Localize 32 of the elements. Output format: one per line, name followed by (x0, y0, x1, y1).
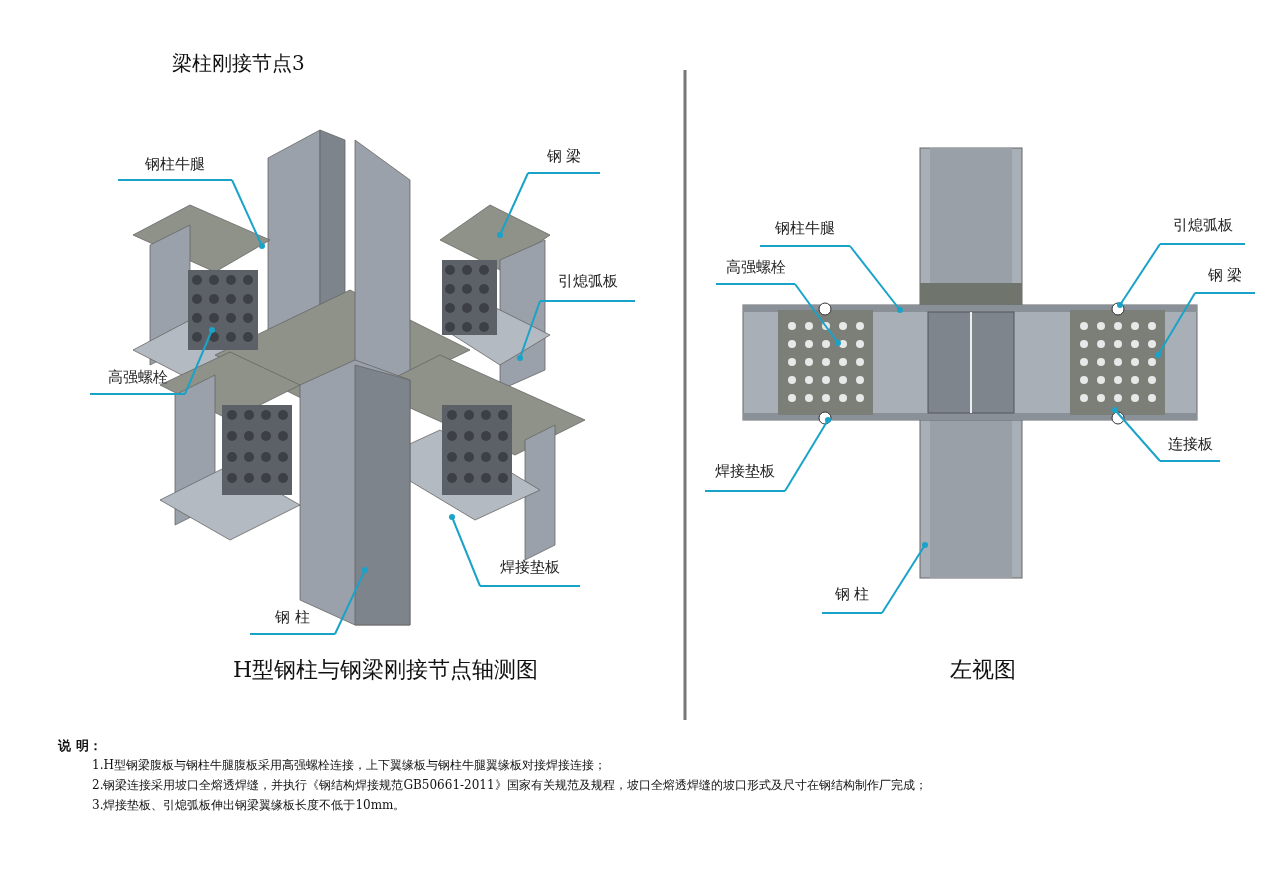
callout-label: 钢柱牛腿 (118, 155, 232, 181)
callout-label: 高强螺栓 (716, 258, 795, 285)
callout-label: 钢 梁 (1195, 266, 1255, 294)
callout-label: 焊接垫板 (705, 462, 785, 492)
leader-line (497, 172, 529, 238)
leader-line (849, 245, 903, 313)
callout-label: 高强螺栓 (90, 368, 185, 395)
leader-line (794, 283, 841, 346)
callout-label: 钢柱牛腿 (760, 219, 850, 247)
leader-line (784, 417, 831, 492)
note-text: 2.钢梁连接采用坡口全熔透焊缝，并执行《钢结构焊接规范GB50661-2011》国家有关规范及规程，坡口全熔透焊缝的坡口形式及尺寸在钢结构制作厂完成； (92, 777, 927, 794)
callout-label: 引熄弧板 (540, 272, 635, 302)
callout-label: 钢 梁 (528, 147, 600, 174)
leader-line (1112, 407, 1161, 462)
callout-label: 引熄弧板 (1160, 216, 1245, 245)
callout-label: 连接板 (1160, 435, 1220, 462)
notes-heading: 说 明： (58, 737, 102, 755)
leader-line (334, 567, 368, 635)
callout-label: 钢 柱 (822, 585, 882, 614)
note-text: 1.H型钢梁腹板与钢柱牛腿腹板采用高强螺栓连接，上下翼缘板与钢柱牛腿翼缘板对接焊接连接； (92, 757, 606, 774)
leader-line (449, 514, 481, 587)
panel-title: 左视图 (950, 656, 1016, 684)
callout-label: 钢 柱 (250, 608, 335, 635)
leader-line (881, 542, 928, 614)
leader-line (231, 179, 265, 249)
note-text: 3.焊接垫板、引熄弧板伸出钢梁翼缘板长度不低于10mm。 (92, 797, 406, 814)
panel-title: H型钢柱与钢梁刚接节点轴测图 (233, 656, 539, 684)
leader-line (1155, 292, 1196, 358)
page-title: 梁柱刚接节点3 (172, 50, 305, 77)
leader-line (1117, 243, 1161, 308)
leader-line (517, 300, 541, 361)
callout-label: 焊接垫板 (480, 558, 580, 587)
